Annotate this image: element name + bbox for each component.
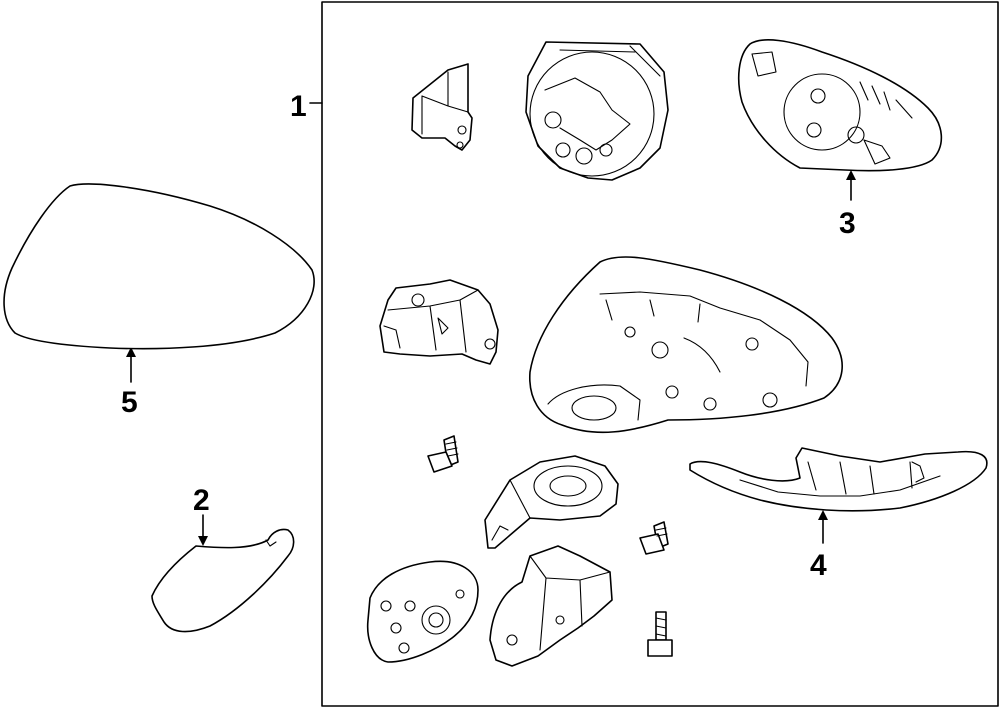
assembly-frame: [321, 1, 999, 707]
cover-part-2: [151, 528, 295, 633]
bracket: [411, 63, 473, 151]
mirror-glass-part-3: [737, 39, 943, 172]
mirror-base: [484, 455, 619, 549]
screw: [427, 435, 459, 473]
callout-5-label: 5: [121, 386, 138, 419]
connector-plate: [366, 560, 479, 663]
callout-4-label: 4: [810, 549, 827, 582]
lower-bracket: [489, 545, 613, 667]
callout-2-arrow: [198, 514, 208, 546]
actuator-motor: [525, 41, 669, 181]
callout-2-label: 2: [193, 484, 210, 517]
trim-cover-part-4: [689, 447, 988, 512]
fold-motor: [379, 279, 499, 365]
callout-3-label: 3: [839, 207, 856, 240]
callout-4-arrow: [818, 510, 828, 544]
callout-1-label: 1: [290, 90, 307, 123]
screw: [639, 521, 669, 555]
callout-5-arrow: [126, 347, 136, 383]
mirror-housing: [529, 256, 843, 434]
screw: [647, 611, 673, 657]
callout-3-arrow: [846, 170, 856, 201]
mirror-glass-part-5: [3, 183, 315, 350]
